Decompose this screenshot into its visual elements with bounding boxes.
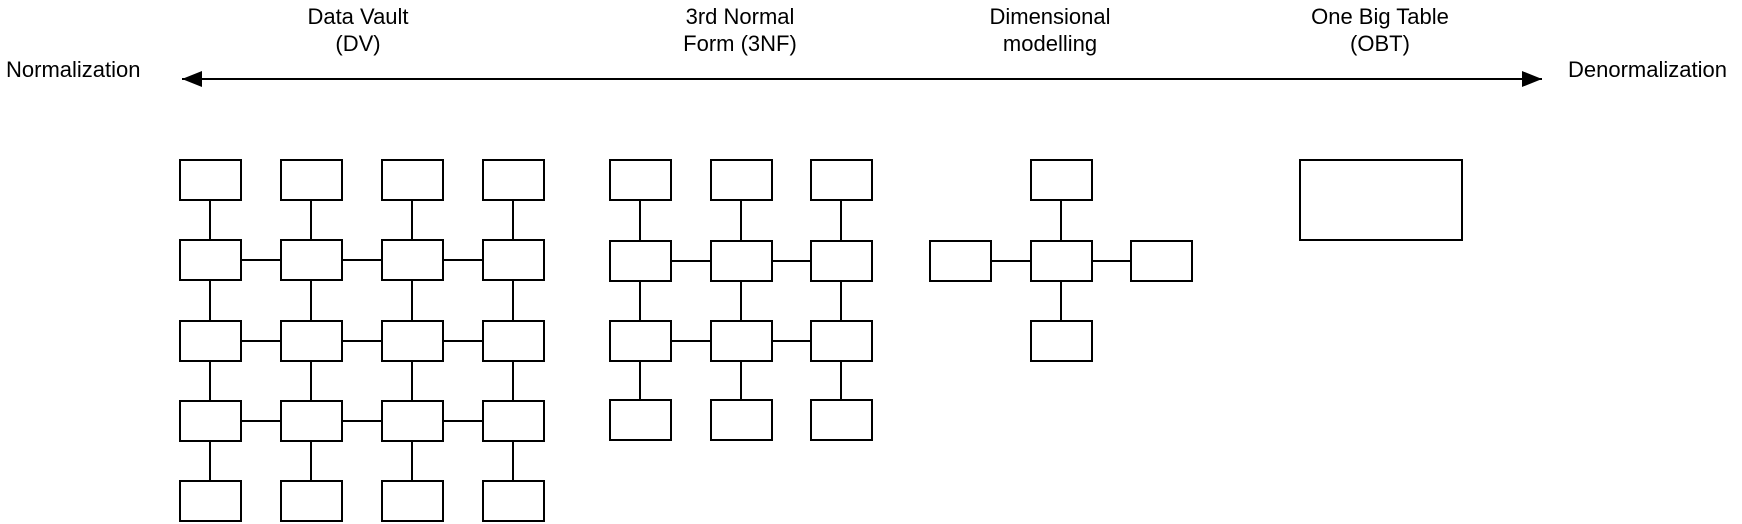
method-label-line: Dimensional xyxy=(989,4,1111,29)
normalization-label: Normalization xyxy=(6,57,141,82)
data-vault-diagram-box xyxy=(482,159,545,201)
method-label-third-normal-form: 3rd Normal Form (3NF) xyxy=(683,3,797,57)
third-normal-form-diagram-box xyxy=(609,159,672,201)
data-vault-diagram-box xyxy=(482,239,545,281)
method-label-one-big-table: One Big Table (OBT) xyxy=(1311,3,1449,57)
data-vault-diagram-box xyxy=(482,400,545,442)
dimensional-modelling-diagram-box xyxy=(929,240,992,282)
method-label-line: modelling xyxy=(1002,31,1098,56)
data-vault-diagram-box xyxy=(381,400,444,442)
data-vault-diagram-box xyxy=(280,159,343,201)
dimensional-modelling-diagram-box xyxy=(1130,240,1193,282)
method-label-line: (DV) xyxy=(335,31,381,56)
method-label-dimensional-modelling: Dimensional modelling xyxy=(989,3,1110,57)
data-vault-diagram-box xyxy=(280,239,343,281)
third-normal-form-diagram-box xyxy=(810,159,873,201)
dimensional-modelling-diagram-box xyxy=(1030,320,1093,362)
third-normal-form-diagram-box xyxy=(609,240,672,282)
data-vault-diagram-box xyxy=(482,320,545,362)
data-vault-diagram-box xyxy=(381,320,444,362)
one-big-table-diagram-box xyxy=(1299,159,1463,241)
data-vault-diagram-box xyxy=(381,159,444,201)
data-vault-diagram-box xyxy=(179,480,242,522)
third-normal-form-diagram-box xyxy=(810,399,873,441)
method-label-line: Form (3NF) xyxy=(683,31,797,56)
third-normal-form-diagram-box xyxy=(609,399,672,441)
method-label-data-vault: Data Vault (DV) xyxy=(307,3,408,57)
third-normal-form-diagram-box xyxy=(810,240,873,282)
third-normal-form-diagram-box xyxy=(710,240,773,282)
third-normal-form-diagram-box xyxy=(710,159,773,201)
third-normal-form-diagram-box xyxy=(710,320,773,362)
data-vault-diagram-box xyxy=(381,239,444,281)
method-label-line: One Big Table xyxy=(1311,4,1449,29)
data-vault-diagram-box xyxy=(280,400,343,442)
data-vault-diagram-box xyxy=(482,480,545,522)
method-label-line: 3rd Normal xyxy=(685,4,795,29)
dimensional-modelling-diagram-box xyxy=(1030,159,1093,201)
dimensional-modelling-diagram-box xyxy=(1030,240,1093,282)
third-normal-form-diagram-box xyxy=(710,399,773,441)
data-vault-diagram-box xyxy=(179,320,242,362)
data-vault-diagram-box xyxy=(179,159,242,201)
data-vault-diagram-box xyxy=(280,320,343,362)
data-vault-diagram-box xyxy=(179,400,242,442)
data-vault-diagram-box xyxy=(280,480,343,522)
method-label-line: Data Vault xyxy=(307,4,409,29)
data-vault-diagram-box xyxy=(179,239,242,281)
third-normal-form-diagram-box xyxy=(810,320,873,362)
third-normal-form-diagram-box xyxy=(609,320,672,362)
data-vault-diagram-box xyxy=(381,480,444,522)
method-label-line: (OBT) xyxy=(1350,31,1410,56)
denormalization-label: Denormalization xyxy=(1568,57,1727,82)
